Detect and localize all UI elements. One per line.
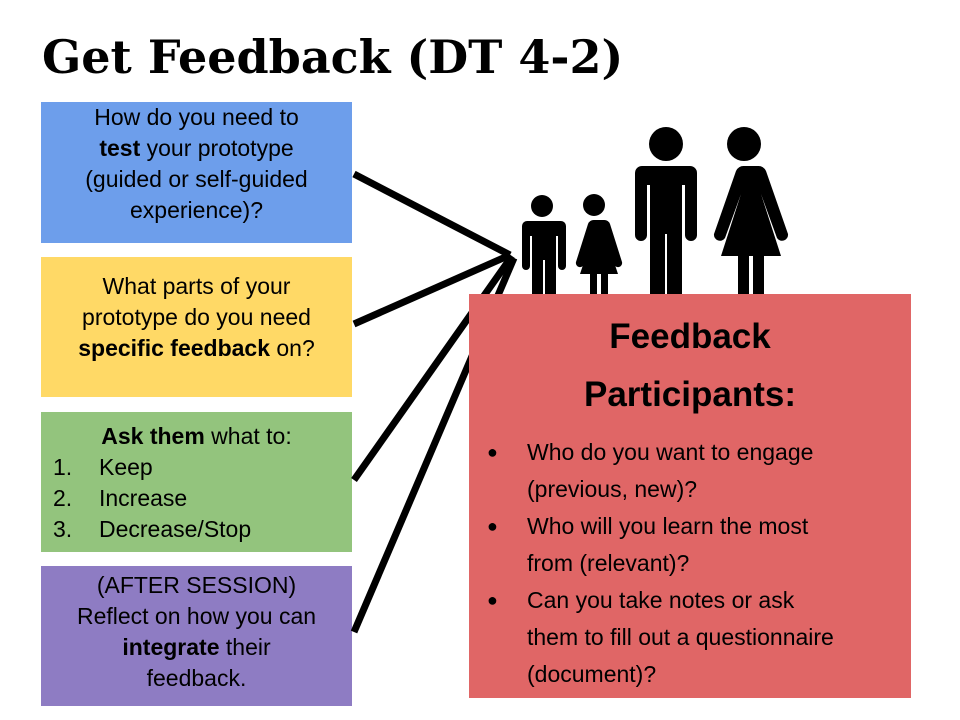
bullet-icon: ● <box>487 516 498 536</box>
test-prototype-box: How do you need to test your prototype (… <box>41 102 352 243</box>
bullet-icon: ● <box>487 442 498 462</box>
list-item: ● Who do you want to engage(previous, ne… <box>487 434 897 508</box>
reflect-box: (AFTER SESSION) Reflect on how you can i… <box>41 566 352 706</box>
connector-line-specific <box>352 251 512 328</box>
participants-list: ● Who do you want to engage(previous, ne… <box>487 434 897 693</box>
connector-line-ask <box>351 253 515 483</box>
page-title: Get Feedback (DT 4-2) <box>42 30 624 84</box>
list-item: 1.Keep <box>53 454 153 480</box>
connector-line-test <box>352 170 512 259</box>
list-item: 3.Decrease/Stop <box>53 516 252 542</box>
ask-them-box: Ask them what to: 1.Keep 2.Increase 3.De… <box>41 412 352 552</box>
ask-them-list: 1.Keep 2.Increase 3.Decrease/Stop <box>41 452 352 545</box>
list-item: 2.Increase <box>53 485 188 511</box>
specific-feedback-box: What parts of your prototype do you need… <box>41 257 352 397</box>
participants-heading: Feedback Participants: <box>584 317 796 414</box>
bullet-icon: ● <box>487 590 498 610</box>
ask-them-heading: Ask them what to: <box>101 423 292 449</box>
family-icon <box>522 127 789 296</box>
feedback-participants-box: Feedback Participants: ● Who do you want… <box>469 294 911 698</box>
